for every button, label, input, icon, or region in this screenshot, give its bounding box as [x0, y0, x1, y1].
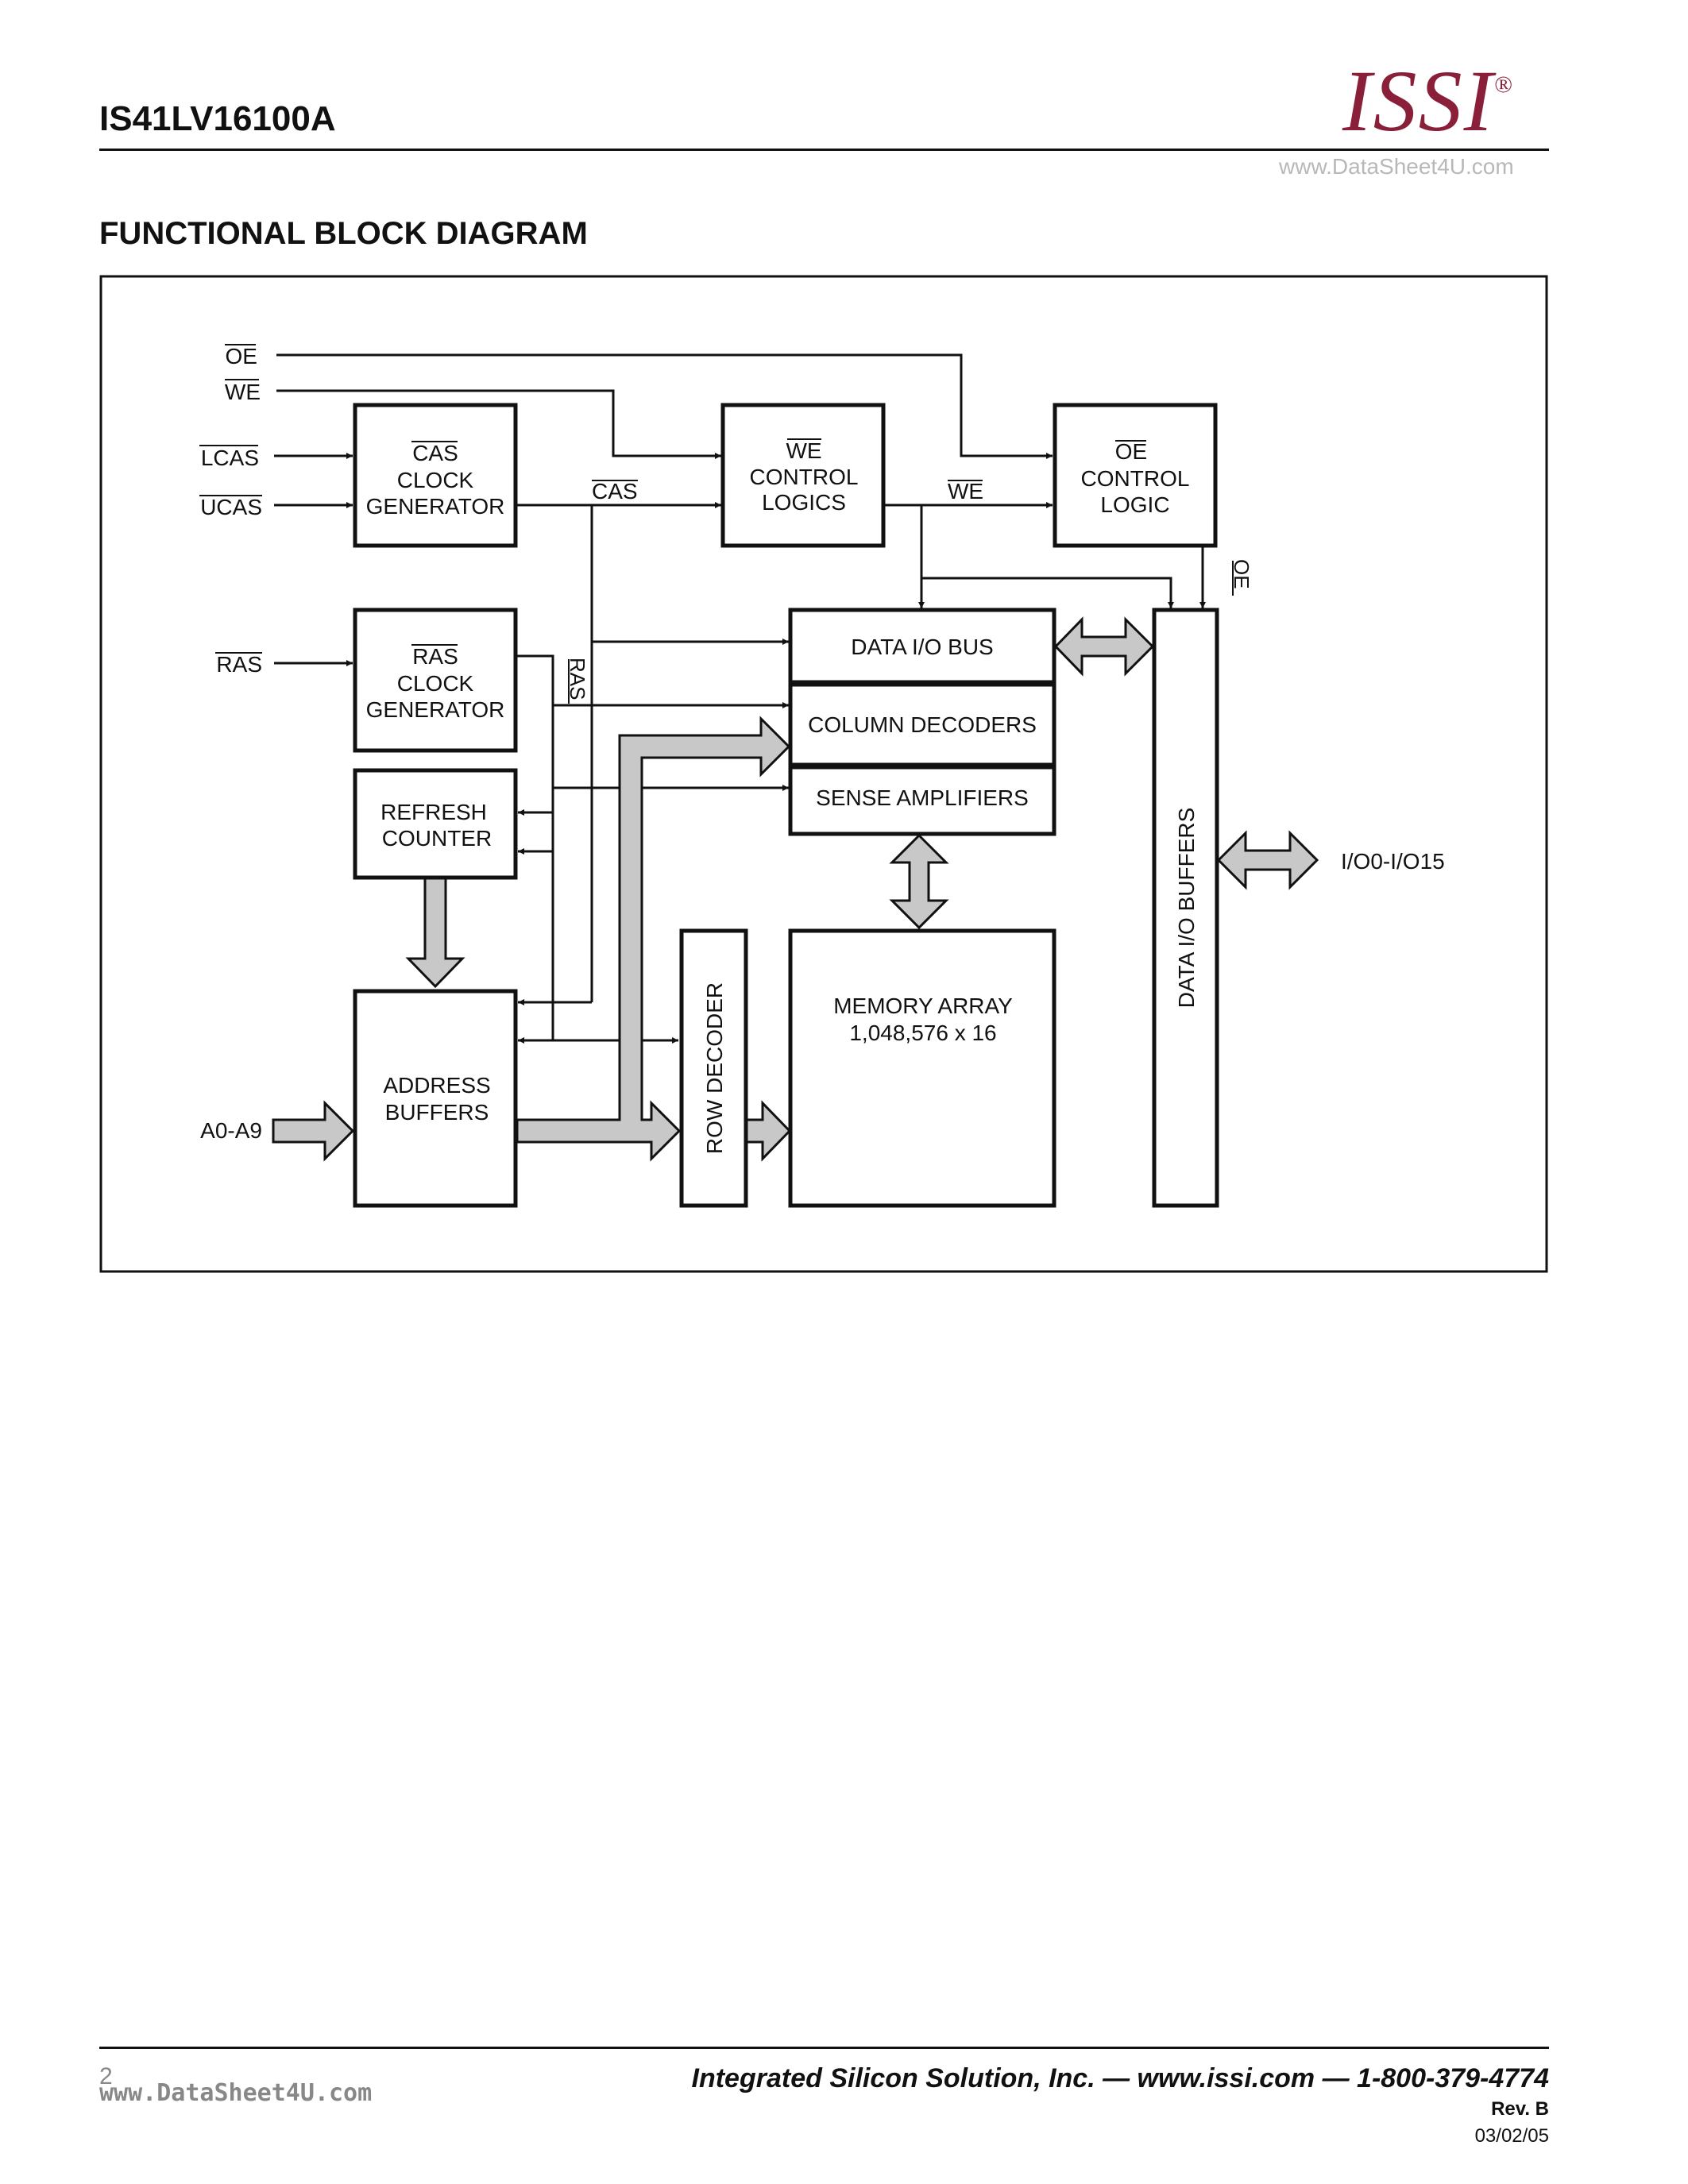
we-line [276, 389, 721, 459]
header-rule [99, 149, 1549, 151]
ras-signal-label: RAS [566, 658, 589, 700]
cas-block-line-3: GENERATOR [366, 494, 505, 519]
input-we-label: WE [225, 380, 261, 404]
we-block-line-1: WE [786, 438, 821, 463]
input-ras-label: RAS [216, 652, 262, 677]
address-input-arrow [272, 1100, 355, 1162]
row-decoder-label: ROW DECODER [702, 982, 727, 1154]
watermark-top: www.DataSheet4U.com [1279, 154, 1514, 179]
ras-clock-generator-block [353, 608, 518, 753]
input-oe-label: OE [226, 344, 257, 369]
logo-text: ISSI [1342, 52, 1495, 149]
address-buffers-block [353, 989, 518, 1208]
input-address-label: A0-A9 [200, 1118, 262, 1143]
footer-rule [99, 2047, 1549, 2049]
row-decoder-block [679, 928, 748, 1208]
oe-line [276, 353, 1053, 459]
oe-block-line-1: OE [1115, 439, 1147, 464]
address-to-rowdec-arrow [516, 716, 791, 1162]
registered-mark: ® [1494, 71, 1515, 98]
company-line: Integrated Silicon Solution, Inc. — www.… [691, 2063, 1549, 2093]
address-block-line-2: BUFFERS [385, 1100, 489, 1125]
we-signal-label: WE [948, 479, 983, 504]
io-label: I/O0-I/O15 [1341, 849, 1445, 874]
we-block-line-3: LOGICS [762, 490, 846, 515]
column-decoders-block [788, 682, 1056, 767]
memory-array-line-1: MEMORY ARRAY [833, 994, 1013, 1018]
memory-array-line-2: 1,048,576 x 16 [849, 1021, 996, 1045]
issi-logo: ISSI® [1342, 51, 1514, 152]
revision-date: 03/02/05 [1474, 2125, 1549, 2147]
we-block-line-2: CONTROL [750, 465, 859, 489]
oe-control-logic-block [1053, 403, 1218, 548]
page-number: 2 [99, 2063, 113, 2089]
sense-amplifiers-label: SENSE AMPLIFIERS [816, 785, 1029, 810]
diagram-frame [99, 275, 1548, 1273]
cas-block-line-2: CLOCK [397, 468, 474, 492]
ras-block-line-2: CLOCK [397, 671, 474, 696]
refresh-block-line-2: COUNTER [382, 826, 492, 851]
oe-block-line-3: LOGIC [1100, 492, 1169, 517]
watermark-bottom: www.DataSheet4U.com [99, 2079, 373, 2107]
cas-clock-generator-block [353, 403, 518, 548]
oe-signal-label: OE [1230, 559, 1253, 589]
sense-array-arrow [889, 833, 949, 930]
refresh-counter-block [353, 768, 518, 880]
data-io-bus-block [788, 608, 1056, 685]
input-ucas-label: UCAS [200, 495, 262, 519]
io-arrow [1216, 830, 1319, 890]
cas-block-line-1: CAS [412, 441, 458, 465]
oe-block-line-2: CONTROL [1081, 466, 1190, 491]
input-lcas-label: LCAS [201, 446, 259, 470]
column-decoders-label: COLUMN DECODERS [808, 712, 1037, 737]
we-to-buffers [921, 577, 1174, 608]
section-title: FUNCTIONAL BLOCK DIAGRAM [99, 216, 588, 251]
refresh-block-line-1: REFRESH [380, 800, 487, 824]
sense-amplifiers-block [788, 765, 1056, 836]
part-number: IS41LV16100A [99, 99, 336, 138]
ras-block-line-1: RAS [412, 644, 458, 669]
ras-block-line-3: GENERATOR [366, 697, 505, 722]
address-block-line-1: ADDRESS [383, 1073, 490, 1098]
data-io-buffers-block [1152, 608, 1219, 1208]
data-io-buffers-label: DATA I/O BUFFERS [1174, 808, 1199, 1009]
refresh-to-address-arrow [405, 876, 465, 989]
cas-signal-label: CAS [592, 479, 638, 504]
data-io-bus-label: DATA I/O BUS [851, 635, 993, 659]
revision: Rev. B [1491, 2098, 1549, 2120]
databus-buffers-arrow [1053, 616, 1155, 677]
rowdec-to-array-arrow [745, 1100, 792, 1162]
memory-array-block [788, 928, 1056, 1208]
we-control-logics-block [720, 403, 886, 548]
ras-bus [517, 654, 554, 1040]
